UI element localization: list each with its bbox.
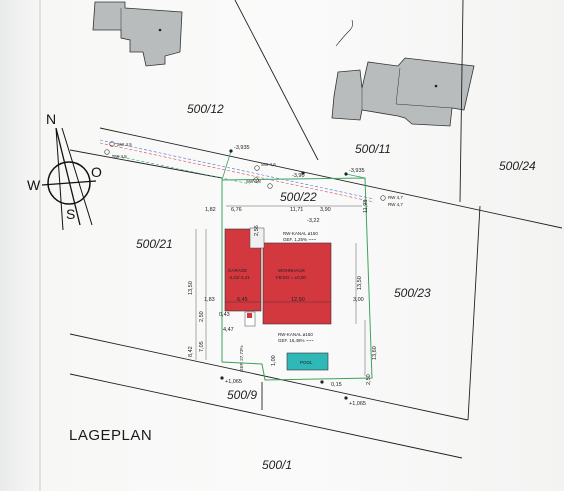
- dim-3-00: 3,00: [353, 297, 364, 303]
- level-house-top: -3,22: [307, 218, 320, 224]
- parcel-500-21: 500/21: [136, 237, 173, 251]
- shaft-sw-3: SW 4,6: [261, 162, 276, 167]
- access-line: [221, 150, 232, 181]
- dim-12-90: 12,90: [291, 297, 305, 303]
- survey-points: [220, 149, 348, 400]
- compass-north: N: [46, 111, 56, 127]
- parcel-500-12: 500/12: [187, 102, 224, 116]
- level-bottom-right: +1,065: [349, 401, 366, 407]
- dim-13-60: 13,60: [372, 346, 378, 360]
- dim-1-83: 1,83: [204, 297, 215, 303]
- tree-line: [335, 19, 353, 47]
- shaft-sw-1: SW 4,5: [117, 142, 132, 147]
- stair-block: [249, 227, 265, 249]
- note-gefaelle-2: GEF. 16,48% ~~~: [278, 338, 314, 343]
- dim-6-45: 6,45: [237, 297, 248, 303]
- parcel-500-11: 500/11: [355, 142, 391, 156]
- dim-7-05: 7,05: [199, 341, 205, 352]
- north-arrow: [41, 127, 97, 231]
- wohnhaus-building: [262, 242, 332, 325]
- neighbour-building-ne: [331, 57, 475, 127]
- neighbour-building-nw: [92, 1, 183, 67]
- compass-west: W: [27, 177, 41, 193]
- dim-1-82: 1,82: [205, 207, 216, 213]
- shaft-symbols: [104, 141, 386, 201]
- parcel-500-9: 500/9: [227, 388, 257, 402]
- note-rw-kanal-1: RW-KANAL ø150: [283, 231, 318, 236]
- parcel-500-1: 500/1: [262, 458, 292, 472]
- dim-11-71: 11,71: [290, 207, 303, 213]
- dim-2-50: 2,50: [199, 311, 205, 322]
- shaft-rw-2: RW 4,7: [388, 202, 403, 207]
- level-pool-corner: 0,15: [331, 382, 342, 388]
- compass-east: O: [91, 164, 102, 180]
- garage-level: -3,42/-3,41: [228, 275, 250, 280]
- lightwell: [244, 311, 256, 327]
- level-top-left: -3,935: [234, 145, 250, 151]
- dim-0-43: 0,43: [219, 312, 230, 318]
- pool-label: POOL: [300, 360, 313, 365]
- garage-label: GARAGE: [228, 268, 247, 273]
- dim-13-50-left: 13,50: [188, 281, 194, 295]
- wohnhaus-level: FB EG = ±0,00: [276, 275, 306, 280]
- parcel-500-23: 500/23: [394, 286, 431, 300]
- shaft-sw-2: SW 4,5: [112, 154, 127, 159]
- level-top-right: -3,935: [349, 168, 365, 174]
- note-gefaelle-1: GEF. 1,25% ~~~: [283, 237, 317, 242]
- shaft-rw-1: RW 4,7: [388, 195, 403, 200]
- dim-1-00: 1,00: [271, 355, 277, 366]
- compass-south: S: [66, 206, 75, 222]
- dim-11-98: 11,98: [363, 200, 369, 213]
- shaft-sw-4: SW 4,8: [246, 179, 261, 184]
- lightwell-marker: [247, 313, 252, 318]
- dimension-lines: [195, 205, 366, 376]
- dim-2-56: 2,56: [254, 225, 260, 236]
- dim-13-50-right: 13,50: [357, 276, 363, 290]
- dim-2-50-b: 2,50: [366, 374, 372, 385]
- utility-lines: [99, 139, 375, 203]
- level-middle: -3,90: [292, 173, 305, 179]
- access-line-2: [345, 173, 366, 179]
- wohnhaus-label: WOHNHAUS: [278, 268, 305, 273]
- dim-6-76: 6,76: [231, 207, 242, 213]
- dim-3-90: 3,90: [320, 207, 331, 213]
- dim-4-47: 4,47: [223, 327, 234, 333]
- parcel-500-22: 500/22: [280, 190, 317, 204]
- parcel-500-24: 500/24: [499, 159, 536, 173]
- level-bottom-left: +1,065: [225, 379, 242, 385]
- dim-8-42: 8,42: [188, 346, 194, 357]
- pool: [286, 352, 329, 371]
- boundary-lines: [69, 0, 563, 459]
- plan-title: LAGEPLAN: [69, 427, 153, 444]
- note-rw-kanal-2: RW-KANAL ø150: [278, 332, 313, 337]
- note-gefaelle-3: GEF. 27,73%: [239, 345, 244, 372]
